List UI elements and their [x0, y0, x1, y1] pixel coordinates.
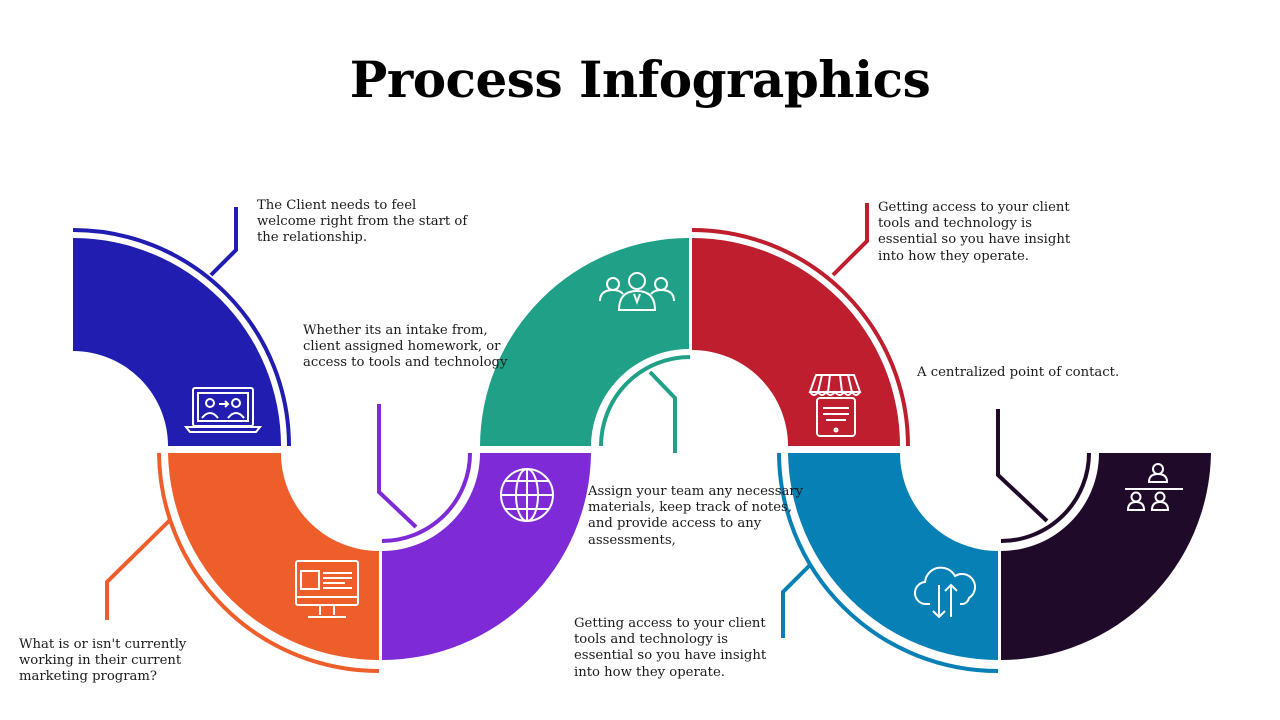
- cloud-transfer-icon: [913, 566, 976, 619]
- red-outer-arc: [691, 228, 910, 447]
- orange-connector: [105, 518, 172, 620]
- teal-connector: [781, 563, 812, 638]
- dark-segment: [1001, 453, 1211, 660]
- step-teal-text: Getting access to your client tools and …: [574, 616, 767, 680]
- monitor-icon: [295, 560, 359, 618]
- storefront-icon: [808, 374, 862, 437]
- globe-icon: [500, 468, 554, 522]
- blue-outer-arc: [72, 228, 291, 447]
- dark-inner-arc: [1000, 452, 1091, 543]
- step-green-text: Assign your team any necessary materials…: [588, 484, 804, 548]
- purple-inner-arc: [381, 452, 472, 543]
- step-teal: [777, 452, 999, 673]
- team-icon: [599, 272, 675, 311]
- step-purple-text: Whether its an intake from, client assig…: [303, 323, 508, 371]
- step-red-text: Getting access to your client tools and …: [878, 200, 1071, 264]
- hierarchy-icon: [1125, 463, 1183, 511]
- step-orange: [105, 452, 380, 673]
- blue-connector: [209, 207, 238, 277]
- green-inner-arc: [599, 355, 691, 447]
- step-green: [480, 238, 691, 453]
- laptop-users-icon: [183, 387, 263, 433]
- step-orange-text: What is or isn't currently working in th…: [19, 637, 187, 685]
- step-blue-text: The Client needs to feel welcome right f…: [257, 198, 468, 246]
- step-dark-text: A centralized point of contact.: [917, 365, 1120, 380]
- purple-segment: [382, 453, 591, 660]
- page-title: Process Infographics: [349, 50, 931, 109]
- step-purple: [377, 404, 591, 660]
- purple-connector: [377, 404, 418, 529]
- blue-segment: [73, 238, 281, 446]
- orange-outer-arc: [157, 452, 380, 673]
- red-connector: [831, 203, 869, 277]
- green-connector: [648, 370, 677, 453]
- step-red: [691, 203, 910, 447]
- orange-segment: [168, 453, 379, 660]
- teal-segment: [788, 453, 998, 660]
- teal-outer-arc: [777, 452, 999, 673]
- step-blue: [72, 207, 291, 447]
- red-segment: [692, 238, 900, 446]
- dark-connector: [996, 409, 1049, 523]
- green-segment: [480, 238, 689, 446]
- step-dark: [996, 409, 1211, 660]
